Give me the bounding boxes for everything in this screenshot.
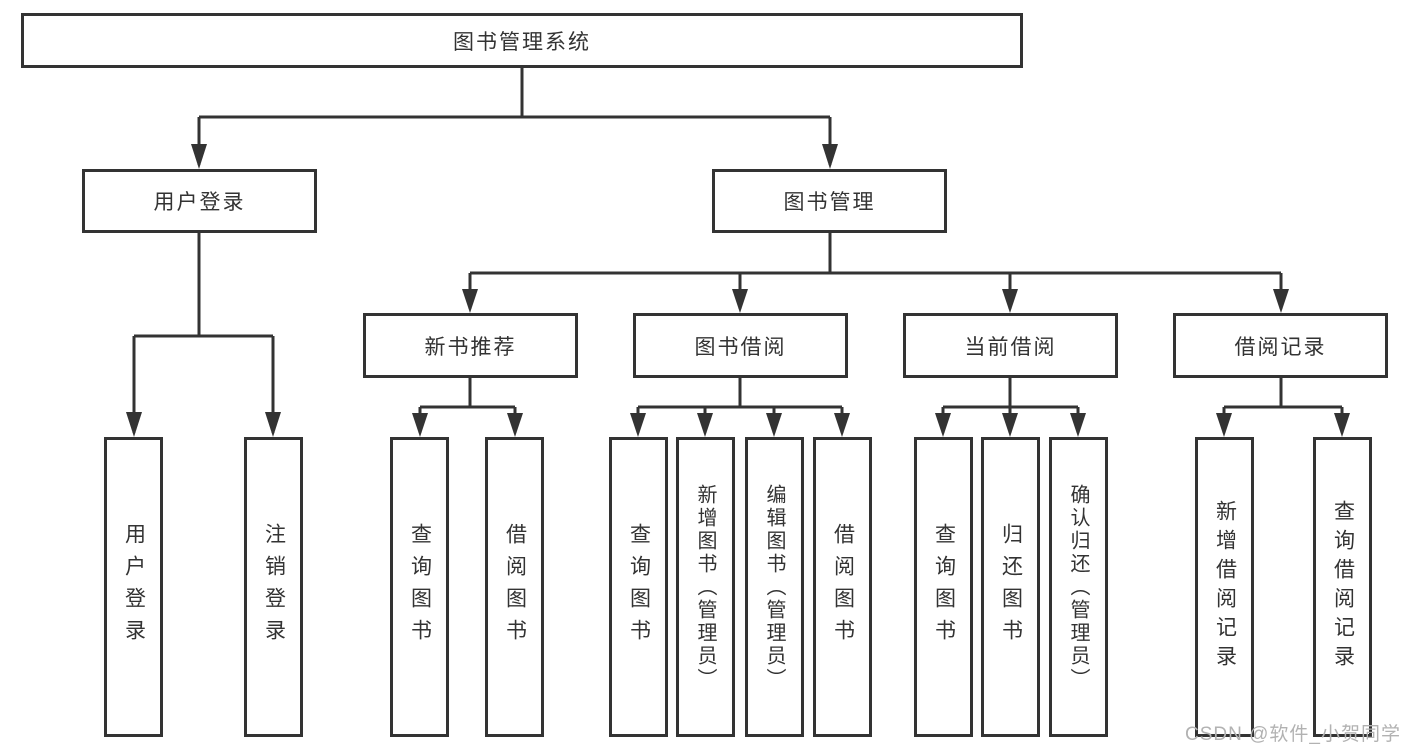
leaf-borrow-books-2-label: 借阅图书 <box>831 523 855 651</box>
leaf-confirm-return-admin-label: 确认归还（管理员） <box>1067 483 1089 691</box>
leaf-return-books: 归还图书 <box>981 437 1040 737</box>
node-borrow-records-label: 借阅记录 <box>1234 335 1327 359</box>
arrowheads <box>126 144 1350 437</box>
leaf-borrow-books-2: 借阅图书 <box>813 437 872 737</box>
leaf-user-login-label: 用户登录 <box>122 523 146 651</box>
node-new-book-recommend: 新书推荐 <box>363 313 578 378</box>
node-new-book-recommend-label: 新书推荐 <box>424 335 517 359</box>
node-borrow-records: 借阅记录 <box>1173 313 1388 378</box>
leaf-add-borrow-record-label: 新增借阅记录 <box>1213 500 1237 674</box>
leaf-user-login: 用户登录 <box>104 437 163 737</box>
leaf-query-books-1: 查询图书 <box>390 437 449 737</box>
leaf-return-books-label: 归还图书 <box>999 523 1023 651</box>
node-book-borrow: 图书借阅 <box>633 313 848 378</box>
node-root-label: 图书管理系统 <box>453 30 591 54</box>
node-book-borrow-label: 图书借阅 <box>694 335 787 359</box>
leaf-add-borrow-record: 新增借阅记录 <box>1195 437 1254 737</box>
leaf-query-books-3-label: 查询图书 <box>932 523 956 651</box>
leaf-confirm-return-admin: 确认归还（管理员） <box>1049 437 1108 737</box>
node-user-login: 用户登录 <box>82 169 317 233</box>
node-user-login-label: 用户登录 <box>153 191 246 214</box>
leaf-query-books-2-label: 查询图书 <box>627 523 651 651</box>
leaf-edit-books-admin-label: 编辑图书（管理员） <box>763 483 785 691</box>
leaf-query-books-3: 查询图书 <box>914 437 973 737</box>
node-root: 图书管理系统 <box>21 13 1023 68</box>
leaf-add-books-admin-label: 新增图书（管理员） <box>694 483 716 691</box>
watermark: CSDN @软件_小贺同学 <box>1185 724 1401 745</box>
leaf-query-borrow-record-label: 查询借阅记录 <box>1331 500 1355 674</box>
leaf-edit-books-admin: 编辑图书（管理员） <box>745 437 804 737</box>
leaf-query-books-2: 查询图书 <box>609 437 668 737</box>
leaf-borrow-books-1: 借阅图书 <box>485 437 544 737</box>
node-current-borrow-label: 当前借阅 <box>964 335 1057 359</box>
leaf-query-borrow-record: 查询借阅记录 <box>1313 437 1372 737</box>
node-current-borrow: 当前借阅 <box>903 313 1118 378</box>
leaf-add-books-admin: 新增图书（管理员） <box>676 437 735 737</box>
node-book-management: 图书管理 <box>712 169 947 233</box>
node-book-management-label: 图书管理 <box>783 191 876 214</box>
leaf-query-books-1-label: 查询图书 <box>408 523 432 651</box>
leaf-logout-label: 注销登录 <box>262 523 286 651</box>
leaf-borrow-books-1-label: 借阅图书 <box>503 523 527 651</box>
leaf-logout: 注销登录 <box>244 437 303 737</box>
